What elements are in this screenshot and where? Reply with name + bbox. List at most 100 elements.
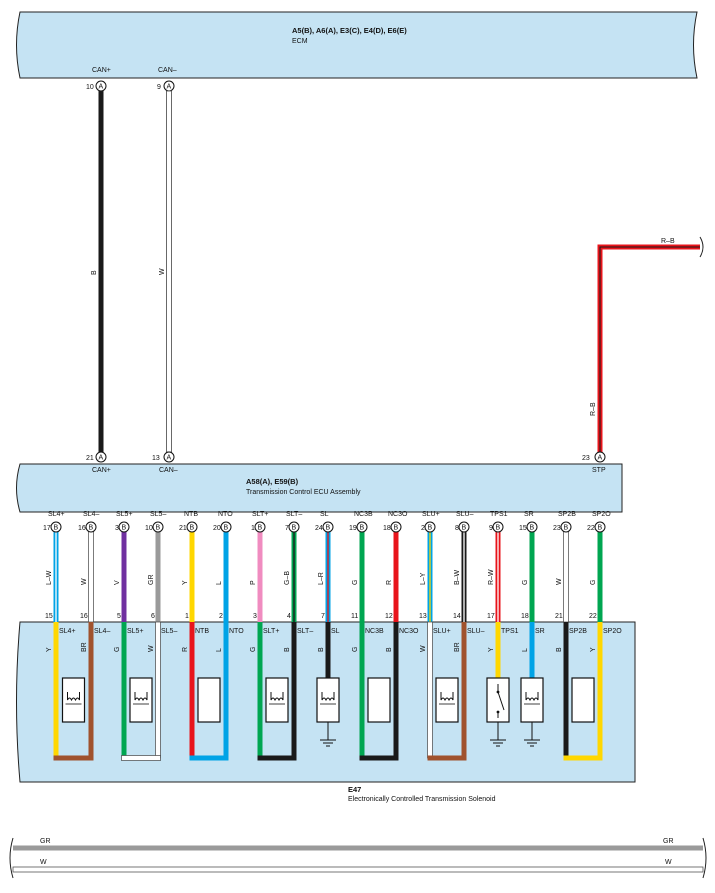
solenoid-pin-label: SLT–	[297, 628, 313, 635]
bottom-w-code-right: W	[665, 859, 672, 866]
ecm-block	[16, 11, 698, 79]
tcu-bottom-pin-number: 21	[179, 525, 187, 532]
coil-icon	[67, 692, 80, 702]
tcu-bottom-pin-label: SL	[320, 511, 329, 518]
tcu-bottom-pin-label: SL4–	[83, 511, 99, 518]
coil-icon	[270, 692, 284, 702]
tcu-pin-label: CAN–	[159, 467, 178, 474]
wire-break-mark	[699, 236, 704, 258]
bottom-gr-code-right: GR	[663, 838, 674, 845]
solenoid-coil-box	[265, 677, 289, 723]
solenoid-pin-number: 15	[45, 613, 53, 620]
tcu-bottom-pin-label: TPS1	[490, 511, 508, 518]
internal-wire	[427, 621, 433, 759]
ecm-pin-label: CAN–	[158, 67, 177, 74]
connector-circle	[424, 521, 436, 533]
tcu-bottom-pin-label: NC3O	[388, 511, 408, 518]
harness-wire-code: GR	[148, 575, 155, 586]
internal-wire-code: Y	[46, 647, 53, 652]
ecm-pin-number: 9	[157, 84, 161, 91]
tcu-pin-label: STP	[592, 467, 606, 474]
solenoid-pin-label: SLU+	[433, 628, 451, 635]
connector-circle	[152, 521, 164, 533]
tcu-bottom-pin-connector: B	[326, 525, 331, 532]
tcu-bottom-pin-number: 3	[115, 525, 119, 532]
tcu-bottom-pin-connector: B	[394, 525, 399, 532]
ecm-name: ECM	[292, 38, 308, 45]
solenoid-coil-box	[197, 677, 221, 723]
tcu-bottom-pin-connector: B	[224, 525, 229, 532]
tcu-bottom-pin-label: NTO	[218, 511, 233, 518]
solenoid-pin-number: 16	[80, 613, 88, 620]
bottom-gr-code-left: GR	[40, 838, 51, 845]
stp-wire-code-side: R–B	[590, 402, 597, 416]
solenoid-pin-label: SP2O	[603, 628, 622, 635]
tcu-bottom-pin-label: SLT–	[286, 511, 302, 518]
switch-icon	[496, 710, 500, 714]
solenoid-pin-label: TPS1	[501, 628, 519, 635]
connector-circle	[492, 521, 504, 533]
tcu-bottom-pin-label: SP2O	[592, 511, 611, 518]
internal-wire-code: Y	[488, 647, 495, 652]
internal-wire-code: B	[386, 647, 393, 652]
harness-wire-code: W	[81, 578, 88, 585]
harness-wire-code: V	[114, 580, 121, 585]
ecm-pin-label: CAN+	[92, 67, 111, 74]
tcu-pin-connector: A	[598, 455, 603, 462]
solenoid-pin-label: NC3B	[365, 628, 384, 635]
stp-wire	[597, 244, 700, 452]
ecm-pin-connector: A	[167, 84, 172, 91]
harness-wire-code: L–Y	[420, 572, 427, 585]
internal-wire-code: L	[522, 648, 529, 652]
harness-wire-code: G–B	[284, 571, 291, 585]
solenoid-pin-label: SP2B	[569, 628, 587, 635]
tcu-pin-connector: A	[99, 455, 104, 462]
solenoid-pin-number: 5	[117, 613, 121, 620]
tcu-bottom-pin-number: 18	[383, 525, 391, 532]
tcu-bottom-pin-connector: B	[258, 525, 263, 532]
connector-circle	[254, 521, 266, 533]
tcu-name: Transmission Control ECU Assembly	[246, 489, 361, 496]
connector-circle	[220, 521, 232, 533]
solenoid-coil-box	[61, 677, 86, 723]
tcu-bottom-pin-number: 24	[315, 525, 323, 532]
bottom-w-wire	[12, 866, 704, 873]
switch-icon	[497, 691, 505, 711]
solenoid-pin-number: 6	[151, 613, 155, 620]
tcu-connectors: A58(A), E59(B)	[246, 477, 299, 486]
tcu-bottom-pin-label: SLU+	[422, 511, 440, 518]
harness-wire	[563, 530, 569, 623]
connector-circle	[322, 521, 334, 533]
connector-circle	[458, 521, 470, 533]
harness-wire-code: R	[386, 580, 393, 585]
switch-icon	[496, 690, 500, 694]
ecm-pin-can-minus: CAN– 9 A	[157, 67, 177, 92]
solenoid-pin-number: 7	[321, 613, 325, 620]
tcu-bottom-pin-label: SL4+	[48, 511, 65, 518]
tcu-bottom-pin-number: 10	[145, 525, 153, 532]
tcu-bottom-pin-label: SR	[524, 511, 534, 518]
solenoid-pin-number: 17	[487, 613, 495, 620]
tcu-pin-can-minus: 13 A CAN–	[152, 451, 178, 474]
harness-wire-code: G	[590, 580, 597, 585]
connector-circle	[288, 521, 300, 533]
harness-wire-code: Y	[182, 580, 189, 585]
tcu-pin-label: CAN+	[92, 467, 111, 474]
harness-wire-code: B–W	[454, 569, 461, 585]
internal-wire	[155, 621, 161, 759]
internal-wire-code: B	[556, 647, 563, 652]
solenoid-pin-number: 4	[287, 613, 291, 620]
connector-circle	[356, 521, 368, 533]
wire-break-mark	[702, 837, 707, 879]
tcu-bottom-pin-number: 22	[587, 525, 595, 532]
harness-wire-code: P	[250, 580, 257, 585]
solenoid-pin-label: SL5+	[127, 628, 144, 635]
internal-wire-code: G	[250, 647, 257, 652]
connector-circle	[85, 521, 97, 533]
internal-wire-code: G	[114, 647, 121, 652]
tcu-bottom-pin-label: NTB	[184, 511, 198, 518]
ecm-pin-can-plus: CAN+ 10 A	[86, 67, 111, 92]
solenoid-name: Electronically Controlled Transmission S…	[348, 796, 496, 803]
solenoid-pin-number: 21	[555, 613, 563, 620]
